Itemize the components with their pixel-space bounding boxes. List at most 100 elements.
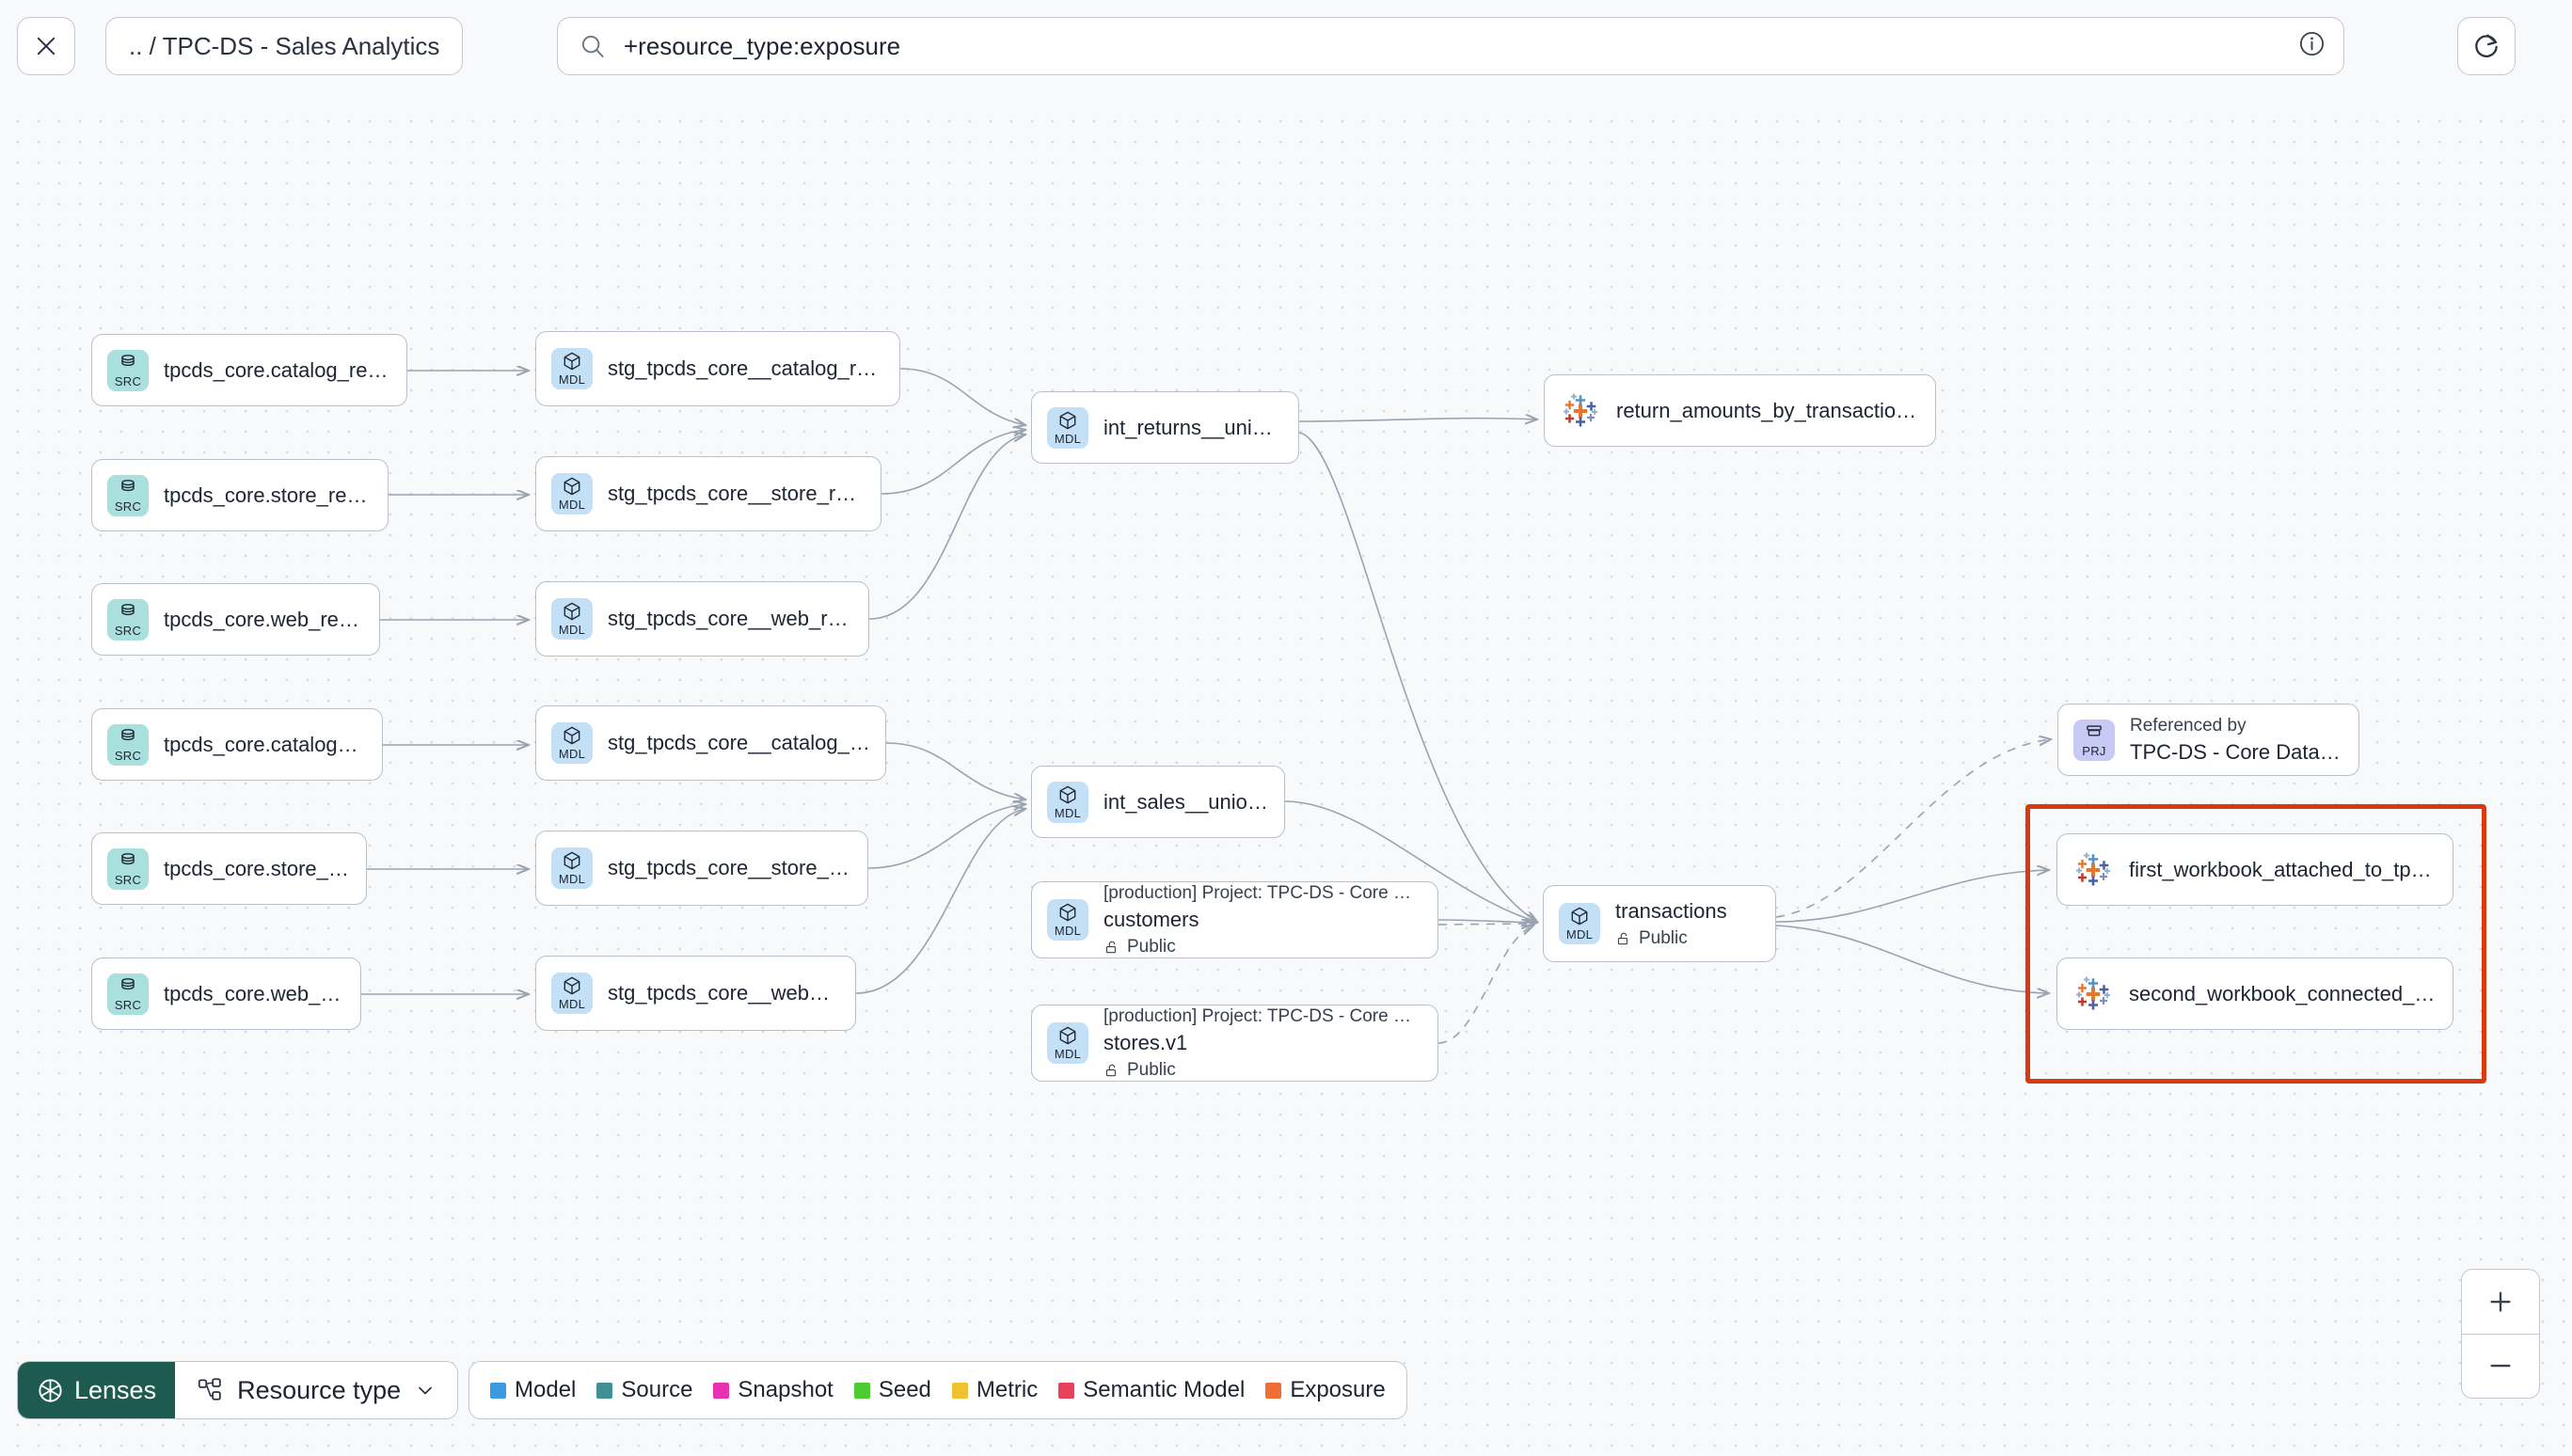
- node-badge-mdl: MDL: [551, 473, 593, 514]
- node-badge-src: SRC: [107, 598, 149, 641]
- database-icon: [121, 603, 135, 615]
- zoom-in-button[interactable]: [2462, 1270, 2539, 1335]
- graph-node-stores_v1[interactable]: MDL[production] Project: TPC-DS - Core D…: [1031, 1005, 1438, 1082]
- minus-icon: [2490, 1365, 2511, 1368]
- graph-node-int_returns_unioned[interactable]: MDL int_returns__unioned: [1031, 391, 1299, 464]
- cube-icon: [564, 851, 580, 870]
- node-label: customers: [1103, 907, 1199, 931]
- search-input[interactable]: +resource_type:exposure: [624, 31, 901, 60]
- tableau-workbook-icon: [2076, 852, 2110, 885]
- breadcrumb-label: .. / TPC-DS - Sales Analytics: [129, 31, 440, 60]
- legend-label: Snapshot: [738, 1377, 834, 1402]
- zoom-controls: [2461, 1269, 2540, 1399]
- graph-node-int_sales_unioned[interactable]: MDL int_sales__unioned: [1031, 766, 1285, 838]
- badge-glyph: [1057, 902, 1078, 923]
- chevron-down-icon: [419, 1386, 433, 1395]
- node-badge-mdl: MDL: [1047, 406, 1088, 449]
- legend-item-model[interactable]: Model: [490, 1377, 576, 1403]
- resource-type-legend: Model Source Snapshot Seed Metric Semantic Mo…: [468, 1361, 1407, 1419]
- legend-item-source[interactable]: Source: [596, 1377, 692, 1403]
- legend-swatch: [951, 1382, 968, 1399]
- node-body: int_returns__unioned: [1103, 416, 1283, 440]
- badge-code: MDL: [558, 747, 586, 761]
- node-body: tpcds_core.web_returns: [164, 608, 364, 632]
- graph-node-first_workbook[interactable]: first_workbook_attached_to_tpc-ds_-_…: [2056, 833, 2453, 906]
- badge-glyph: [1569, 906, 1590, 926]
- legend-swatch: [1265, 1382, 1282, 1399]
- node-label: stg_tpcds_core__catalog_sales: [608, 731, 870, 754]
- node-badge-mdl: MDL: [551, 973, 593, 1014]
- node-badge-exposure: [1560, 390, 1601, 432]
- graph-node-stg_web_returns[interactable]: MDL stg_tpcds_core__web_returns: [535, 581, 869, 657]
- badge-glyph: [562, 351, 582, 372]
- refresh-button[interactable]: [2457, 17, 2516, 75]
- database-icon: [121, 728, 135, 740]
- badge-glyph: [562, 850, 582, 871]
- node-body: int_sales__unioned: [1103, 790, 1269, 815]
- graph-node-customers[interactable]: MDL[production] Project: TPC-DS - Core D…: [1031, 881, 1438, 958]
- node-label: int_sales__unioned: [1103, 789, 1269, 814]
- graph-node-second_workbook[interactable]: second_workbook_connected_to_live…: [2056, 957, 2453, 1030]
- search-bar[interactable]: +resource_type:exposure: [557, 17, 2344, 75]
- node-label: tpcds_core.web_returns: [164, 607, 364, 631]
- node-label: transactions: [1615, 898, 1727, 923]
- legend-swatch: [853, 1382, 870, 1399]
- badge-code: MDL: [1054, 431, 1082, 446]
- resource-type-dropdown[interactable]: Resource type: [175, 1362, 458, 1418]
- badge-glyph: [562, 975, 582, 996]
- node-body: tpcds_core.store_returns: [164, 483, 373, 508]
- unlocked-padlock-icon: [1617, 932, 1628, 944]
- node-body: stg_tpcds_core__web_returns: [608, 607, 853, 631]
- badge-code: MDL: [558, 997, 586, 1011]
- node-body: tpcds_core.store_sales: [164, 857, 351, 881]
- node-label: second_workbook_connected_to_live…: [2129, 981, 2437, 1005]
- badge-code: MDL: [558, 623, 586, 637]
- graph-node-src_web_returns[interactable]: SRC tpcds_core.web_returns: [91, 583, 380, 656]
- legend-item-semantic-model[interactable]: Semantic Model: [1058, 1377, 1245, 1403]
- lenses-button[interactable]: Lenses: [18, 1362, 176, 1418]
- node-body: [production] Project: TPC-DS - Core Data…: [1103, 1006, 1422, 1081]
- graph-node-stg_catalog_sales[interactable]: MDL stg_tpcds_core__catalog_sales: [535, 705, 886, 781]
- legend-item-metric[interactable]: Metric: [951, 1377, 1038, 1403]
- cube-icon: [564, 726, 580, 745]
- zoom-out-button[interactable]: [2462, 1335, 2539, 1399]
- badge-code: PRJ: [2082, 743, 2106, 758]
- legend-item-seed[interactable]: Seed: [853, 1377, 931, 1403]
- tableau-workbook-icon: [2076, 976, 2110, 1009]
- node-body: return_amounts_by_transaction_type: [1616, 399, 1920, 423]
- node-body: second_workbook_connected_to_live…: [2129, 982, 2437, 1006]
- node-body: first_workbook_attached_to_tpc-ds_-_…: [2129, 858, 2437, 882]
- badge-glyph: [2084, 722, 2104, 743]
- info-button[interactable]: [2297, 29, 2326, 63]
- node-badge-exposure: [2072, 849, 2114, 891]
- legend-item-exposure[interactable]: Exposure: [1265, 1377, 1386, 1403]
- graph-node-return_amounts[interactable]: return_amounts_by_transaction_type: [1544, 374, 1936, 447]
- node-body: tpcds_core.catalog_returns: [164, 358, 391, 383]
- node-badge-mdl: MDL: [1047, 781, 1088, 823]
- close-button[interactable]: [17, 17, 75, 75]
- node-badge-mdl: MDL: [551, 348, 593, 389]
- project-box-icon: [2087, 724, 2102, 736]
- cube-icon: [1059, 785, 1076, 803]
- legend-item-snapshot[interactable]: Snapshot: [713, 1377, 834, 1403]
- node-visibility: Public: [1615, 928, 1760, 949]
- node-label: return_amounts_by_transaction_type: [1616, 398, 1920, 422]
- cube-icon: [564, 352, 580, 371]
- legend-swatch: [1058, 1382, 1075, 1399]
- node-label: stores.v1: [1103, 1030, 1188, 1054]
- badge-glyph: [562, 601, 582, 622]
- breadcrumb[interactable]: .. / TPC-DS - Sales Analytics: [105, 17, 464, 75]
- search-icon: [581, 35, 604, 57]
